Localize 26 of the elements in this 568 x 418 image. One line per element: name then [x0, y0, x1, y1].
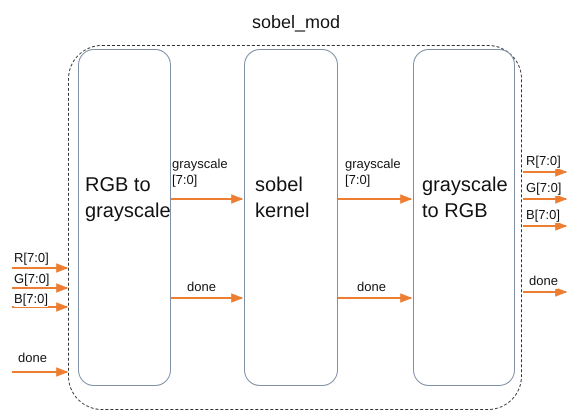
arrow	[523, 221, 568, 231]
arrow	[12, 263, 68, 273]
arrow	[523, 287, 568, 297]
signal-label: R[7:0]	[14, 250, 49, 266]
signal-label: done	[529, 273, 558, 289]
process-box	[78, 49, 171, 386]
arrow	[338, 194, 412, 204]
module-title: sobel_mod	[250, 12, 342, 33]
arrow	[171, 194, 244, 204]
signal-label: G[7:0]	[526, 180, 562, 196]
arrow	[523, 167, 568, 177]
arrow	[12, 367, 68, 377]
signal-label: G[7:0]	[14, 271, 50, 287]
process-box	[244, 49, 338, 386]
signal-label: B[7:0]	[526, 207, 560, 223]
arrow	[171, 293, 244, 303]
arrow	[12, 283, 68, 293]
box-label: RGB to grayscale	[85, 173, 171, 224]
box-label: grayscale to RGB	[422, 173, 509, 224]
arrow	[338, 293, 412, 303]
box-label: sobel kernel	[255, 173, 310, 224]
signal-label: B[7:0]	[14, 291, 48, 307]
arrow	[12, 302, 68, 312]
signal-label: R[7:0]	[526, 153, 561, 169]
process-box	[413, 49, 515, 386]
arrow	[523, 194, 568, 204]
